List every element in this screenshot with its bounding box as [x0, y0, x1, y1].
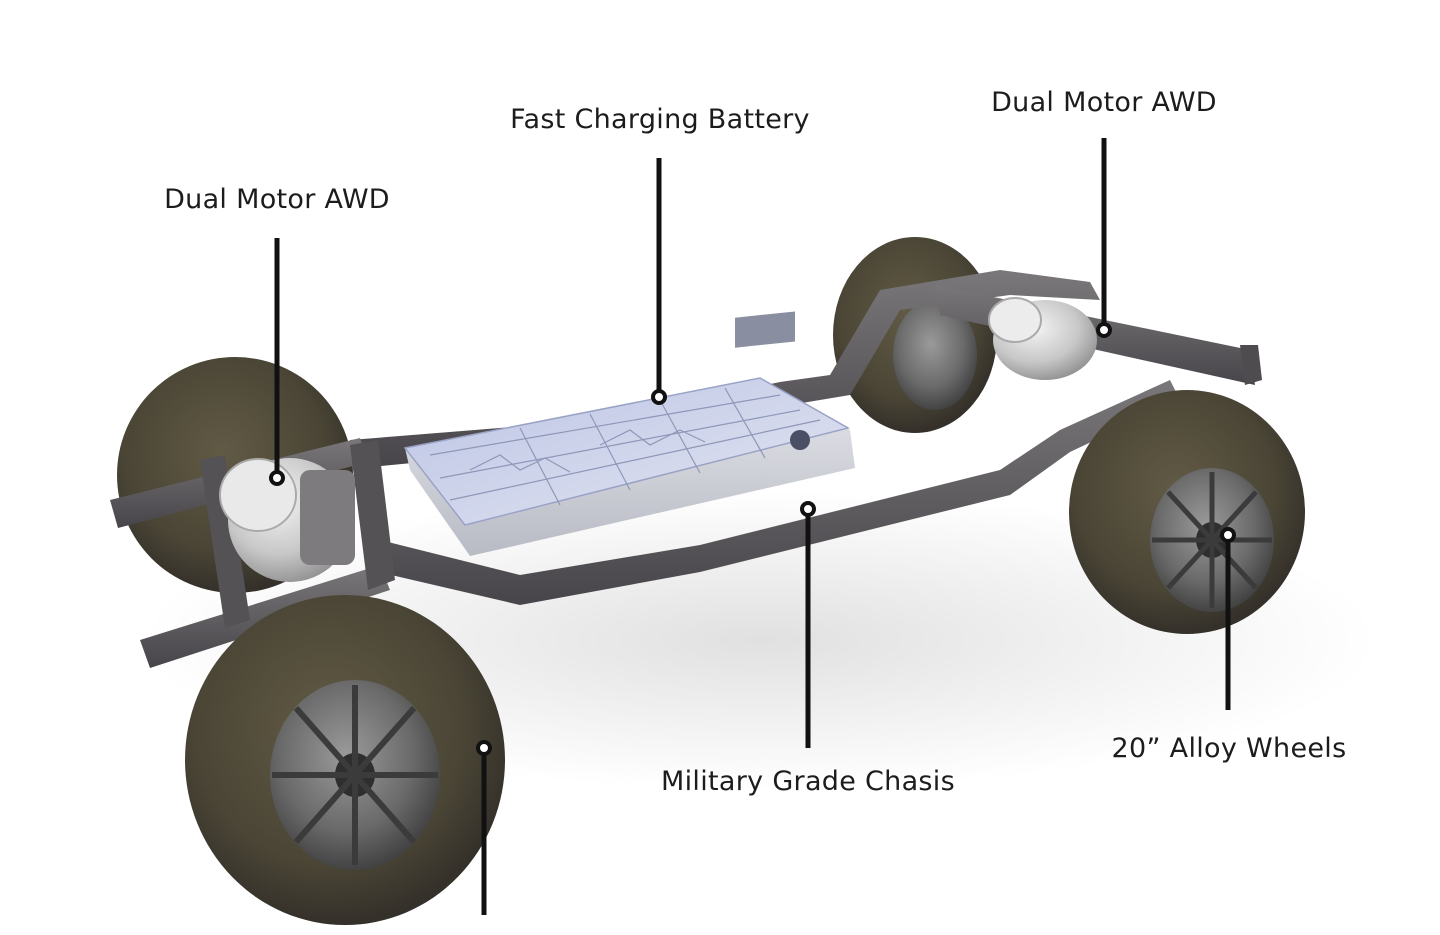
- label-fast-charging-battery: Fast Charging Battery: [510, 104, 810, 135]
- label-front-dual-motor: Dual Motor AWD: [164, 184, 390, 215]
- callout-dots: [269, 322, 1236, 756]
- front-motor-dot: [269, 470, 285, 486]
- label-military-grade-chassis: Military Grade Chasis: [661, 766, 955, 797]
- chassis-dot: [800, 501, 816, 517]
- rear-motor-dot: [1096, 322, 1112, 338]
- wheel-dot: [476, 740, 492, 756]
- wheels-dot: [1220, 527, 1236, 543]
- battery-dot: [651, 389, 667, 405]
- label-alloy-wheels: 20” Alloy Wheels: [1111, 733, 1347, 764]
- front-right-wheel: [185, 595, 505, 925]
- rear-motor: [988, 297, 1097, 380]
- label-rear-dual-motor: Dual Motor AWD: [991, 87, 1217, 118]
- rear-right-wheel: [1069, 390, 1305, 634]
- callout-lines: [274, 138, 1231, 915]
- battery-pack: [403, 311, 855, 556]
